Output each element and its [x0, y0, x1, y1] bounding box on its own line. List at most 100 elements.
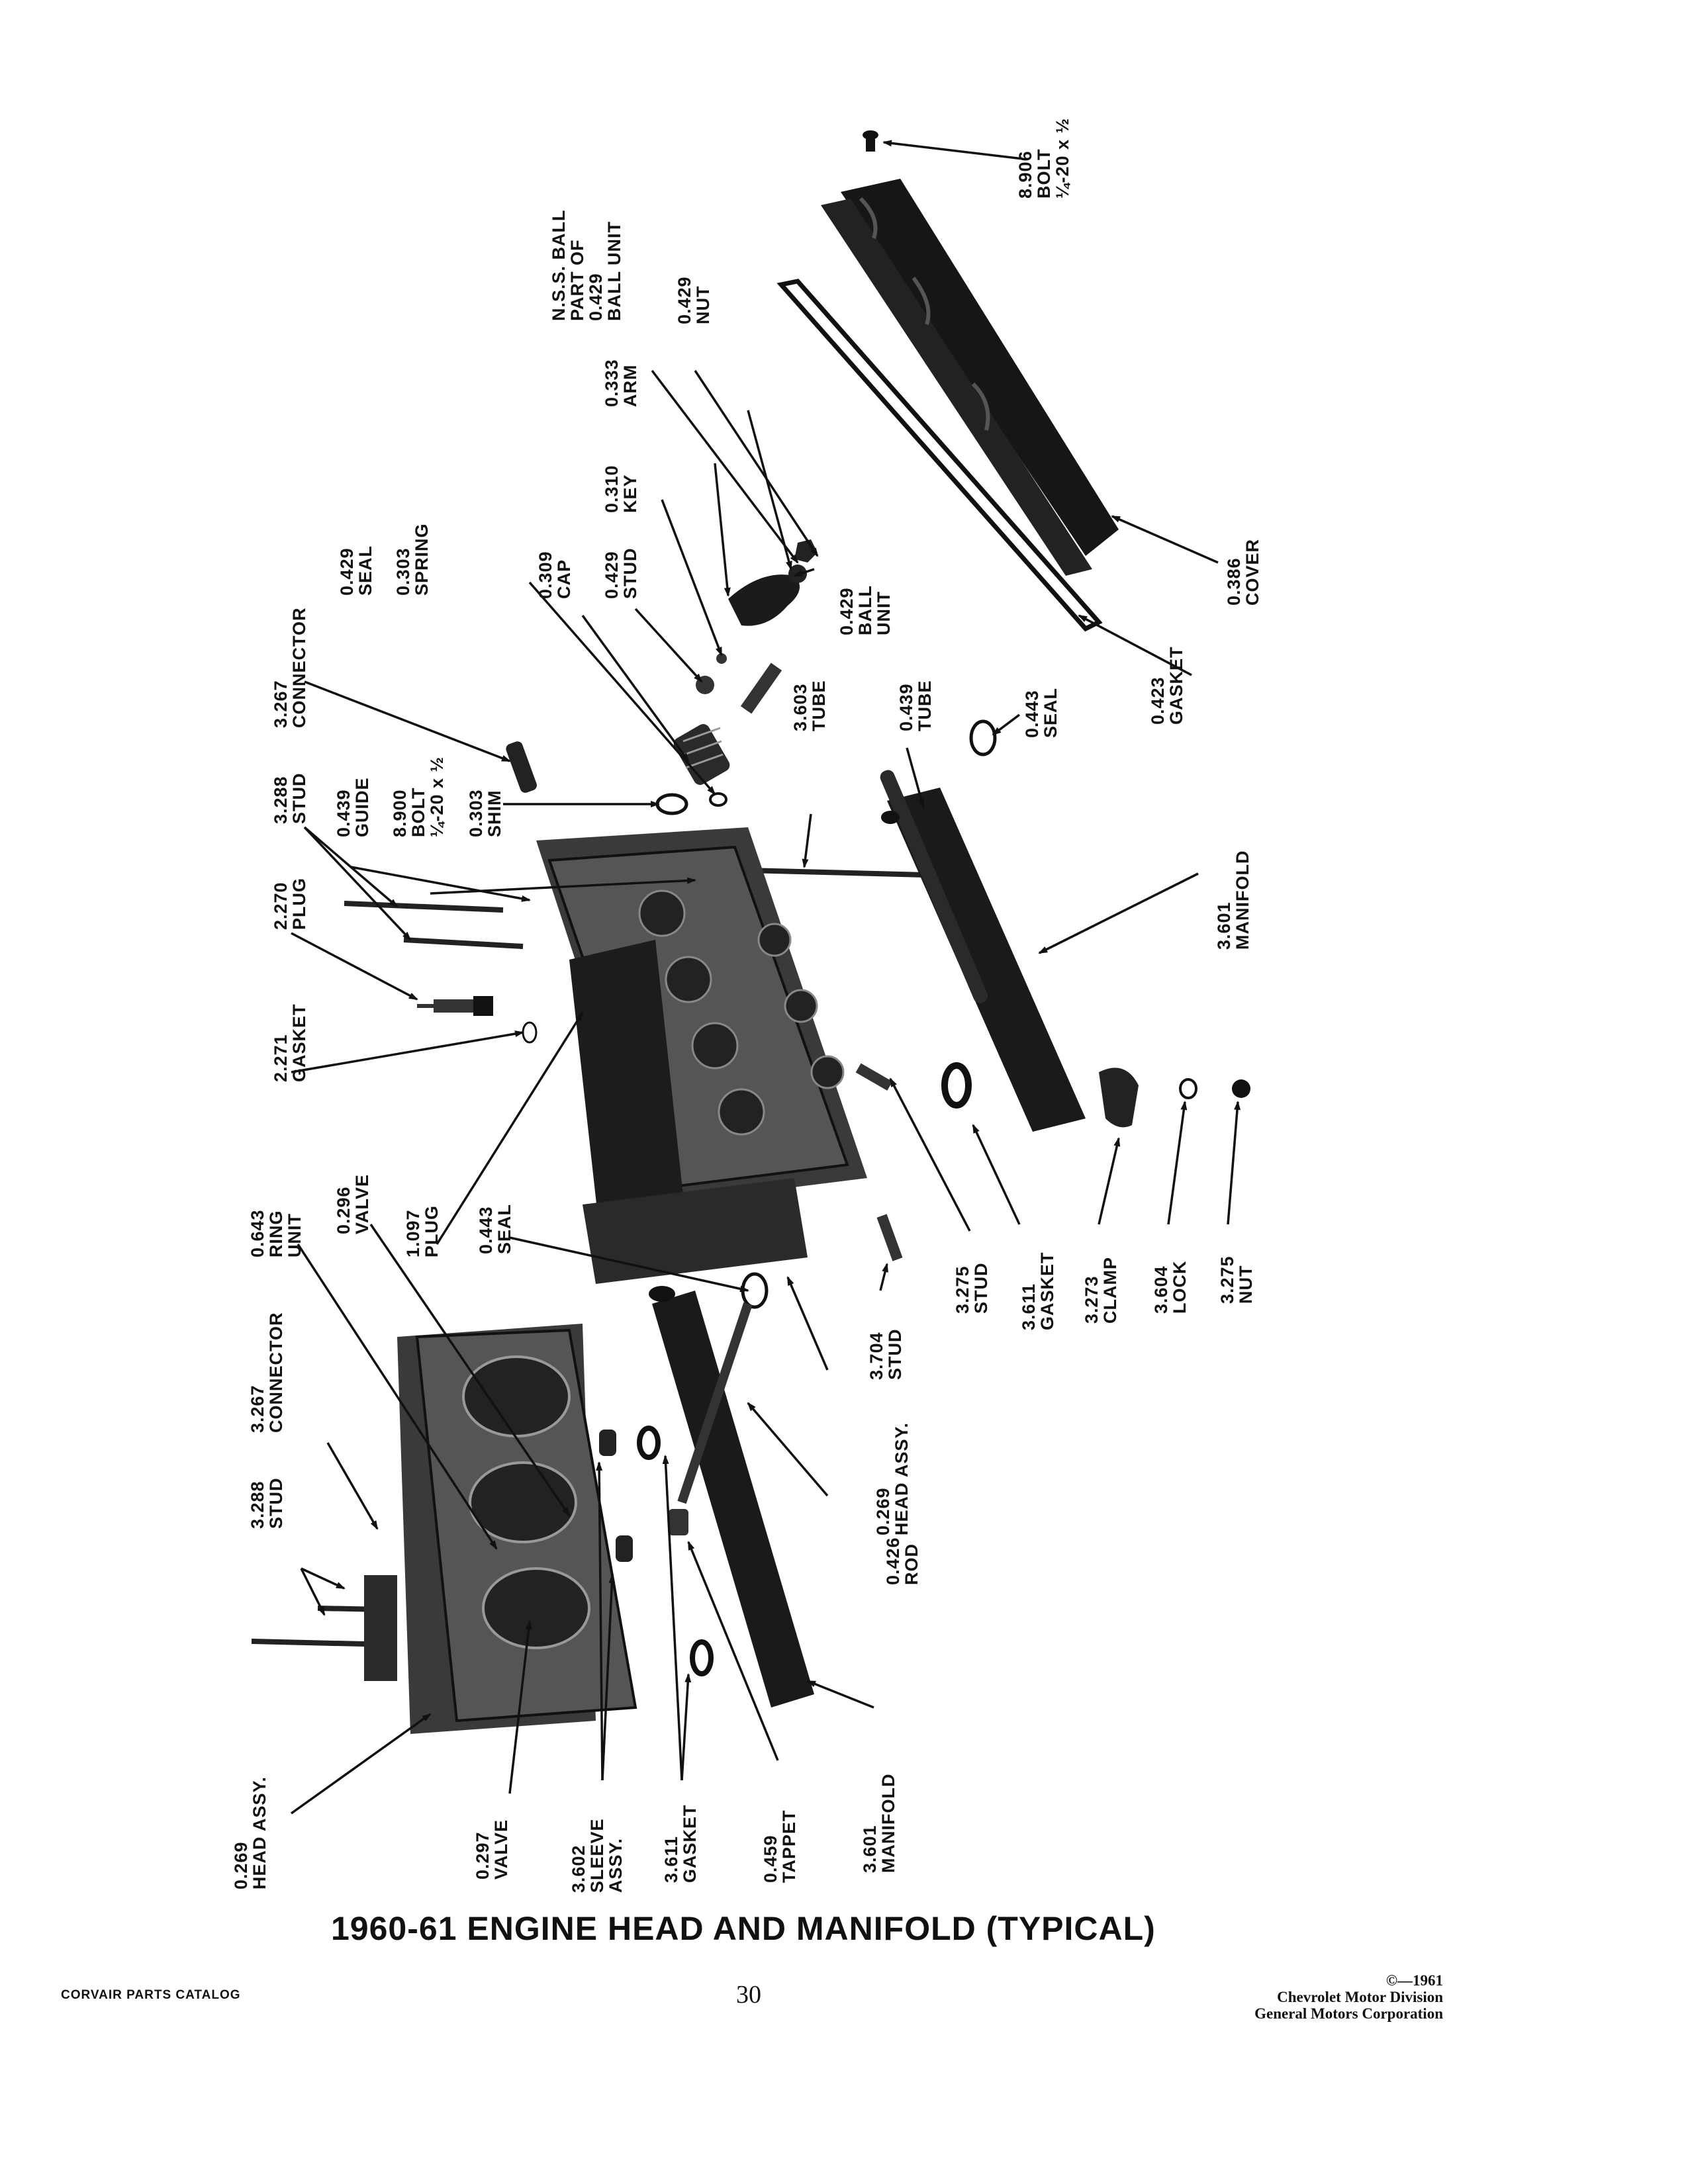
- callout-line-2: GASKET: [1166, 646, 1186, 725]
- sleeve-assembly-2: [616, 1535, 633, 1562]
- callout-line-1: 0.439: [896, 683, 916, 731]
- callout-line-1: 3.603: [790, 683, 810, 731]
- callout-line-2: VALVE: [352, 1173, 372, 1234]
- callout-line-2: TUBE: [809, 680, 829, 732]
- callout-line-1: 0.443: [1022, 690, 1042, 738]
- callout-line-2: VALVE: [491, 1819, 511, 1880]
- callout-line-2: SHIM: [485, 790, 504, 838]
- rocker-stud: [740, 662, 782, 714]
- callout-line-2: BALL: [855, 585, 875, 635]
- callout-line-2: STUD: [620, 547, 640, 600]
- callout-line-3: ¼-20 x ½: [427, 756, 447, 837]
- intake-manifold-lower: [649, 1286, 814, 1707]
- callout-line-1: 0.310: [602, 465, 622, 513]
- callout-line-2: BOLT: [1034, 148, 1054, 199]
- manifold-gasket-lower-1: [637, 1426, 661, 1460]
- callout-line-2: GASKET: [1037, 1251, 1057, 1330]
- manifold-lock: [1179, 1078, 1197, 1099]
- manifold-nut: [1232, 1079, 1250, 1098]
- callout-line-2: ROD: [902, 1543, 921, 1585]
- callout-line-1: 0.309: [536, 551, 555, 599]
- callout-line-1: 2.270: [271, 882, 291, 930]
- callout-line-1: 0.429: [337, 547, 357, 596]
- callout-line-2: STUD: [971, 1262, 991, 1314]
- callout-line-1: 3.267: [271, 680, 291, 728]
- seal-0443-ring: [969, 719, 997, 756]
- callout-line-1: 3.604: [1151, 1265, 1171, 1314]
- callout-line-1: 3.273: [1082, 1275, 1102, 1324]
- callout-line-2: COVER: [1243, 538, 1262, 606]
- callout-line-2: STUD: [289, 772, 309, 825]
- spark-plug: [417, 996, 493, 1016]
- callout-line-1: 3.611: [1019, 1283, 1039, 1330]
- pushrod-connector: [506, 741, 537, 793]
- callout-line-2: GASKET: [289, 1003, 309, 1082]
- callout-line-1: 3.611: [661, 1835, 681, 1883]
- valve-tappet: [669, 1509, 688, 1535]
- callout-line-3: UNIT: [874, 591, 894, 635]
- shim: [655, 793, 688, 815]
- callout-line-1: 0.429: [675, 276, 694, 324]
- callout-line-2: MANIFOLD: [1233, 850, 1252, 950]
- intake-manifold-upper: [880, 770, 1086, 1132]
- callout-line-2: TUBE: [915, 680, 935, 732]
- callout-line-1: N.S.S. BALL: [549, 209, 569, 321]
- callout-line-2: SEAL: [355, 545, 375, 596]
- stud-3704: [876, 1214, 903, 1261]
- callout-line-1: 0.296: [334, 1186, 353, 1234]
- callout-line-1: 0.429: [837, 587, 857, 635]
- callout-line-1: 0.423: [1148, 676, 1168, 725]
- manifold-stud: [855, 1063, 893, 1091]
- callout-line-2: NUT: [693, 285, 713, 325]
- cylinder-head-upper: [536, 827, 867, 1284]
- page-title: 1960-61 ENGINE HEAD AND MANIFOLD (TYPICA…: [331, 1910, 1156, 1947]
- callout-line-2: RING: [266, 1210, 286, 1258]
- valve-cover: [821, 179, 1119, 576]
- copyright-line-3: General Motors Corporation: [1254, 2005, 1443, 2022]
- callout-line-1: 3.288: [248, 1480, 267, 1529]
- callout-line-2: HEAD ASSY.: [892, 1422, 912, 1535]
- manifold-gasket-lower-2: [690, 1639, 714, 1676]
- callout-line-1: 0.386: [1224, 557, 1244, 606]
- callout-line-2: TAPPET: [779, 1809, 799, 1883]
- callout-line-2: LOCK: [1170, 1260, 1190, 1314]
- callout-line-1: 0.459: [761, 1835, 780, 1883]
- callout-line-1: 0.303: [393, 547, 413, 596]
- callout-line-1: 3.275: [1217, 1255, 1237, 1304]
- cover-gasket: [776, 279, 1103, 632]
- callout-line-2: MANIFOLD: [878, 1773, 898, 1873]
- callout-line-2: SLEEVE: [587, 1818, 607, 1893]
- callout-line-2: NUT: [1236, 1265, 1256, 1304]
- callout-line-2: BOLT: [408, 787, 428, 837]
- callout-line-2: GUIDE: [352, 777, 372, 837]
- callout-line-2: STUD: [266, 1477, 286, 1529]
- copyright-line-1: ©—1961: [1385, 1972, 1443, 1989]
- callout-line-2: ARM: [620, 364, 640, 408]
- callout-line-4: BALL UNIT: [604, 221, 624, 321]
- callout-line-1: 0.429: [602, 551, 622, 599]
- sleeve-assembly: [599, 1430, 616, 1456]
